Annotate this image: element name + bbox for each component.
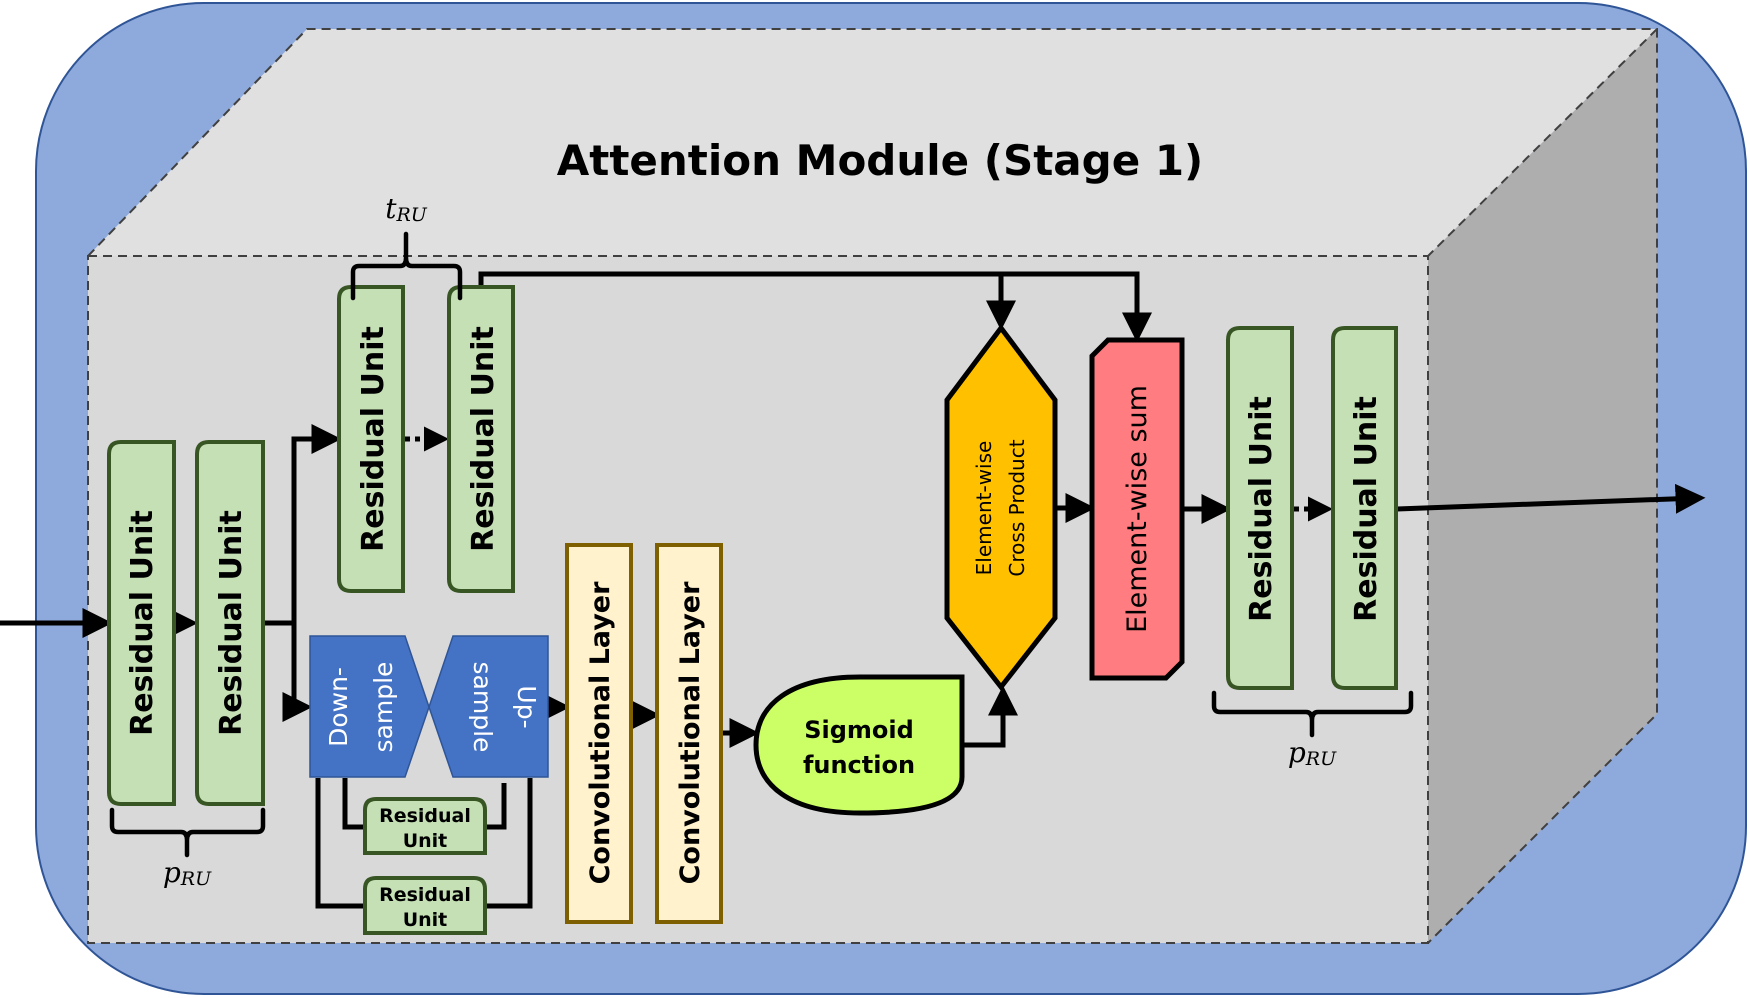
box-side-face — [1428, 29, 1657, 943]
box-top-face — [88, 29, 1657, 256]
trunk-to-sum-line — [478, 271, 1152, 343]
conv-layer-label: Convolutional Layer — [585, 581, 616, 885]
conv-layer-1: Convolutional Layer — [565, 543, 633, 924]
arrow-to-trunk-branch — [291, 424, 342, 623]
residual-unit-out-2: Residual Unit — [1331, 326, 1398, 690]
residual-unit-label: Residual Unit — [356, 326, 391, 552]
output-arrow — [1395, 483, 1706, 514]
sigmoid-label-2: function — [803, 751, 915, 779]
residual-unit-label: Residual Unit — [1349, 396, 1384, 622]
cross-product-label-1: Element-wise — [972, 441, 996, 576]
connectors — [0, 271, 1706, 909]
downsample-label-1: Down- — [324, 667, 353, 747]
residual-unit-in-2: Residual Unit — [195, 440, 265, 806]
skip-unit-label-1: Residual — [379, 884, 471, 906]
residual-unit-label: Residual Unit — [214, 510, 249, 736]
brace-trunk-in — [109, 807, 266, 858]
brace-trunk-out — [1211, 690, 1414, 738]
conv-layer-2: Convolutional Layer — [655, 543, 723, 924]
element-wise-cross-product: Element-wise Cross Product — [944, 323, 1058, 692]
skip-inner-left — [342, 778, 365, 830]
module-title: Attention Module (Stage 1) — [557, 136, 1203, 185]
skip-outer-right — [485, 778, 533, 909]
upsample-label-2: sample — [468, 662, 497, 753]
element-wise-sum: Element-wise sum — [1089, 337, 1185, 681]
p-ru-label-in: pRU — [163, 856, 212, 890]
residual-unit-branch-2: Residual Unit — [447, 285, 515, 593]
skip-unit-label-2: Unit — [403, 830, 448, 852]
skip-residual-unit-2: Residual Unit — [363, 876, 487, 935]
sigmoid-function: Sigmoid function — [753, 674, 965, 816]
residual-unit-in-1: Residual Unit — [107, 440, 176, 806]
skip-unit-label-2: Unit — [403, 909, 448, 931]
sigmoid-label-1: Sigmoid — [804, 716, 914, 744]
t-ru-label: tRU — [385, 192, 428, 226]
downsample-block: Down- sample — [309, 635, 430, 778]
box-front-face — [88, 256, 1428, 943]
conv-layer-label: Convolutional Layer — [675, 581, 706, 885]
brace-trunk-branch — [350, 231, 463, 301]
arrow-to-downsample — [282, 623, 313, 722]
p-ru-label-out: pRU — [1288, 736, 1337, 770]
residual-unit-label: Residual Unit — [125, 510, 160, 736]
residual-unit-label: Residual Unit — [1244, 396, 1279, 622]
residual-unit-branch-1: Residual Unit — [337, 285, 405, 593]
arrow-to-product — [962, 685, 1018, 748]
downsample-label-2: sample — [369, 662, 398, 753]
upsample-label-1: Up- — [512, 685, 541, 728]
box-edges — [87, 28, 1658, 944]
skip-outer-left — [315, 778, 365, 909]
cross-product-label-2: Cross Product — [1005, 439, 1029, 576]
sum-label: Element-wise sum — [1122, 385, 1153, 633]
skip-unit-label-1: Residual — [379, 805, 471, 827]
upsample-block: sample Up- — [428, 635, 549, 778]
skip-residual-unit-1: Residual Unit — [363, 797, 487, 855]
skip-inner-right — [485, 783, 507, 830]
residual-unit-out-1: Residual Unit — [1226, 326, 1294, 690]
residual-unit-label: Residual Unit — [466, 326, 501, 552]
